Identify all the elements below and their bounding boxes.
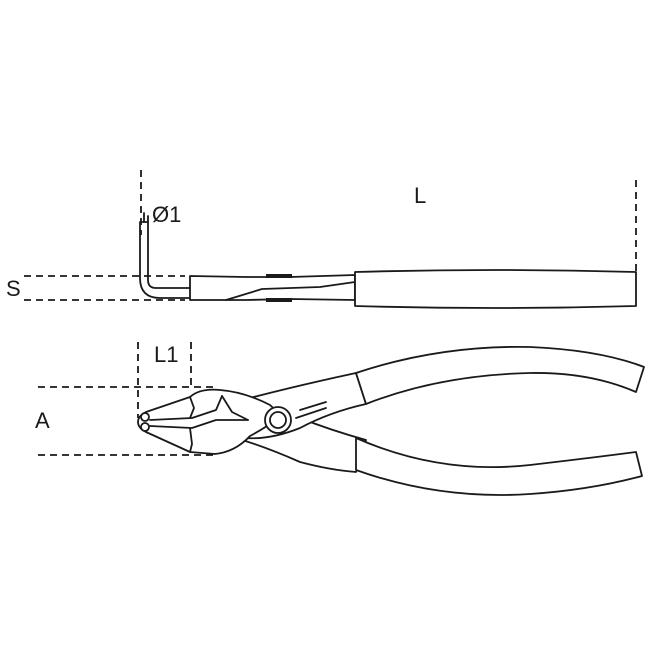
handle-grip-side <box>354 269 637 309</box>
jaw-split-line <box>225 281 356 301</box>
jaw-body <box>189 274 356 301</box>
top-view <box>38 342 645 496</box>
label-tip-thickness: S <box>6 276 21 301</box>
label-tip-length: L1 <box>154 342 179 367</box>
tip-outer <box>139 221 191 299</box>
tip-lower <box>140 422 150 432</box>
lower-handle-grip <box>355 437 643 496</box>
pivot-outer <box>264 406 292 434</box>
upper-handle-grip <box>355 345 645 405</box>
label-overall-length: L <box>414 183 427 208</box>
label-tip-span: A <box>35 408 50 433</box>
jaw-upper-detail <box>149 395 223 421</box>
side-view <box>24 170 637 309</box>
cross-line-1 <box>299 401 327 411</box>
tip-upper <box>140 412 150 422</box>
jaw-facet <box>221 395 249 421</box>
jaw-ferrule <box>189 396 195 453</box>
cross-line-2 <box>295 407 327 419</box>
pivot-inner <box>269 411 287 429</box>
label-diameter-tip: Ø1 <box>152 202 182 227</box>
jaw-lower-detail <box>149 419 249 429</box>
tip-inner <box>147 221 191 289</box>
